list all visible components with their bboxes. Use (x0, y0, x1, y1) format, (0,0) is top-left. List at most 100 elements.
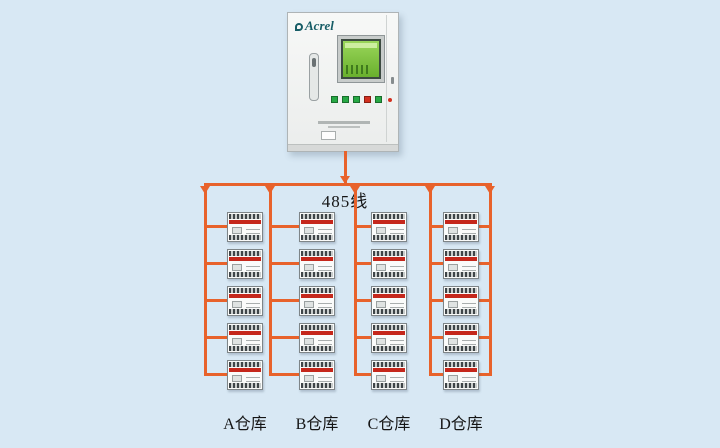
green-button (342, 96, 349, 103)
terminal-strip-top (373, 214, 405, 219)
device-label-line (318, 377, 332, 378)
device-label-line (246, 340, 260, 341)
lcd-display (341, 39, 381, 79)
meter-device (299, 323, 335, 353)
device-label-line (318, 340, 332, 341)
terminal-strip-bottom (445, 309, 477, 314)
device-red-band (445, 331, 477, 335)
door-lock (391, 77, 394, 84)
device-red-band (373, 331, 405, 335)
device-red-band (445, 368, 477, 372)
device-connector (271, 299, 299, 302)
device-face (303, 300, 332, 312)
terminal-strip-top (301, 362, 333, 367)
terminal-strip-top (373, 288, 405, 293)
meter-device (371, 323, 407, 353)
device-label-line (390, 344, 404, 345)
meter-device (371, 360, 407, 390)
device-connector (479, 373, 491, 376)
device-label-line (318, 233, 332, 234)
device-label-line (390, 266, 404, 267)
device-display (304, 338, 314, 345)
device-label-line (390, 307, 404, 308)
terminal-strip-bottom (229, 383, 261, 388)
device-display (448, 227, 458, 234)
device-display (376, 301, 386, 308)
device-display (376, 227, 386, 234)
bus-label: 485线 (321, 192, 369, 211)
device-label-line (390, 233, 404, 234)
terminal-strip-bottom (301, 272, 333, 277)
device-connector (431, 225, 443, 228)
column-line-b (269, 183, 272, 376)
device-face (447, 337, 476, 349)
device-display (376, 264, 386, 271)
device-red-band (373, 294, 405, 298)
device-label-line (390, 381, 404, 382)
device-face (303, 263, 332, 275)
device-red-band (301, 331, 333, 335)
down-arrow-icon (340, 176, 350, 184)
meter-device (371, 286, 407, 316)
device-face (447, 300, 476, 312)
down-arrow-icon (350, 186, 360, 194)
device-connector (206, 225, 227, 228)
device-face (447, 374, 476, 386)
device-face (447, 226, 476, 238)
terminal-strip-top (229, 325, 261, 330)
device-label-line (462, 270, 476, 271)
device-connector (356, 373, 371, 376)
device-face (303, 337, 332, 349)
cabinet-drop-line (344, 151, 347, 183)
cabinet-nameplate-line2 (328, 126, 360, 128)
device-label-line (462, 229, 476, 230)
column-line-a (204, 183, 207, 376)
device-red-band (373, 368, 405, 372)
meter-device (443, 249, 479, 279)
cabinet-handle (309, 53, 319, 101)
terminal-strip-top (445, 214, 477, 219)
device-label-line (318, 303, 332, 304)
device-display (448, 301, 458, 308)
device-display (232, 338, 242, 345)
device-red-band (373, 220, 405, 224)
device-face (231, 263, 260, 275)
down-arrow-icon (425, 186, 435, 194)
meter-device (227, 323, 263, 353)
device-display (448, 375, 458, 382)
device-connector (431, 373, 443, 376)
meter-device (443, 286, 479, 316)
device-label-line (390, 303, 404, 304)
device-connector (431, 299, 443, 302)
device-red-band (445, 257, 477, 261)
warehouse-label-c: C仓库 (367, 416, 411, 433)
meter-device (227, 249, 263, 279)
terminal-strip-top (445, 251, 477, 256)
device-connector (271, 225, 299, 228)
device-label-line (246, 344, 260, 345)
terminal-strip-top (301, 214, 333, 219)
device-red-band (373, 257, 405, 261)
terminal-strip-bottom (445, 235, 477, 240)
terminal-strip-bottom (373, 383, 405, 388)
terminal-strip-bottom (229, 235, 261, 240)
device-red-band (445, 294, 477, 298)
device-connector (479, 225, 491, 228)
down-arrow-icon (200, 186, 210, 194)
column-line-d (429, 183, 432, 376)
terminal-strip-bottom (373, 346, 405, 351)
device-face (375, 226, 404, 238)
down-arrow-icon (485, 186, 495, 194)
device-display (232, 227, 242, 234)
device-label-line (246, 233, 260, 234)
device-display (376, 375, 386, 382)
terminal-strip-top (373, 362, 405, 367)
device-label-line (318, 229, 332, 230)
terminal-strip-top (229, 362, 261, 367)
meter-device (443, 323, 479, 353)
brand-text: Acrel (305, 18, 334, 33)
device-red-band (301, 257, 333, 261)
warehouse-label-a: A仓库 (223, 416, 267, 433)
device-face (375, 337, 404, 349)
